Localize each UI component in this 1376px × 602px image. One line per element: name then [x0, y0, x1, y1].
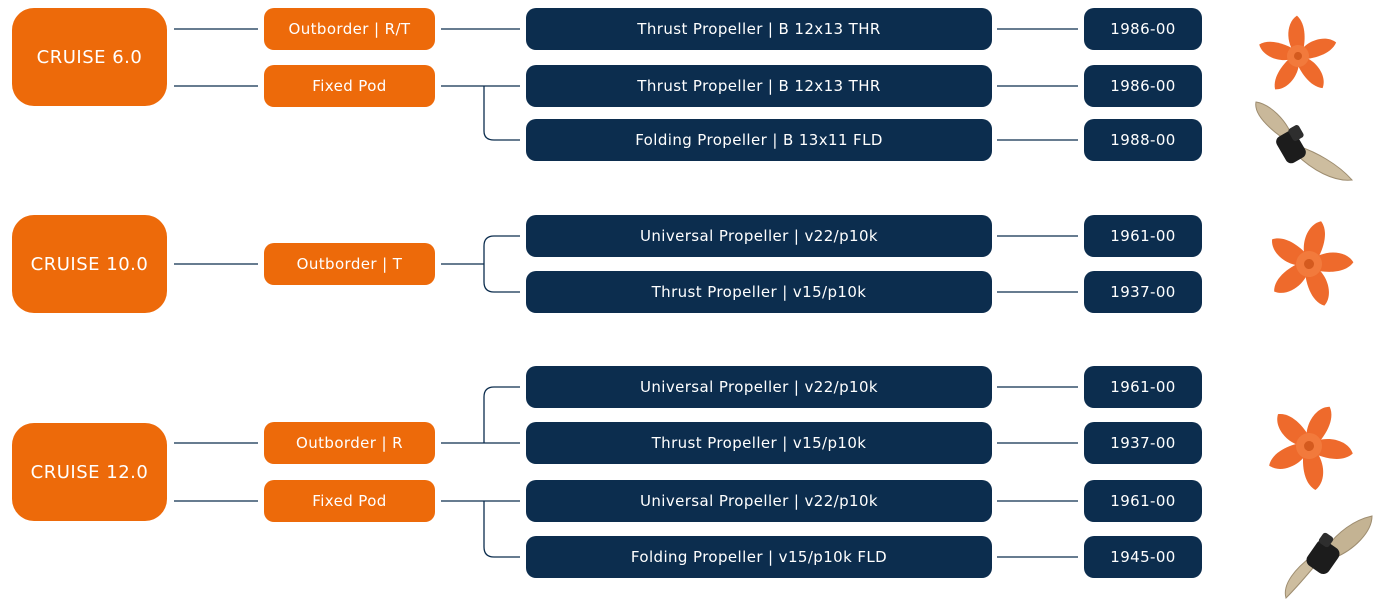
part-code-box: 1986-00 — [1084, 65, 1202, 107]
drive-box: Outborder | R — [264, 422, 435, 464]
propeller-box: Thrust Propeller | v15/p10k — [526, 271, 992, 313]
propeller-box: Thrust Propeller | B 12x13 THR — [526, 8, 992, 50]
part-code-box: 1937-00 — [1084, 271, 1202, 313]
propeller-box: Thrust Propeller | v15/p10k — [526, 422, 992, 464]
orange-propeller-icon — [1269, 406, 1353, 490]
model-box: CRUISE 10.0 — [12, 215, 167, 313]
propeller-box: Thrust Propeller | B 12x13 THR — [526, 65, 992, 107]
propeller-box: Folding Propeller | B 13x11 FLD — [526, 119, 992, 161]
drive-box: Outborder | T — [264, 243, 435, 285]
propeller-box: Folding Propeller | v15/p10k FLD — [526, 536, 992, 578]
part-code-box: 1945-00 — [1084, 536, 1202, 578]
part-code-box: 1937-00 — [1084, 422, 1202, 464]
model-box: CRUISE 12.0 — [12, 423, 167, 521]
part-code-box: 1986-00 — [1084, 8, 1202, 50]
propeller-box: Universal Propeller | v22/p10k — [526, 215, 992, 257]
part-code-box: 1988-00 — [1084, 119, 1202, 161]
part-code-box: 1961-00 — [1084, 480, 1202, 522]
model-box: CRUISE 6.0 — [12, 8, 167, 106]
bronze-folding-propeller-icon — [1284, 515, 1373, 599]
drive-box: Fixed Pod — [264, 65, 435, 107]
orange-propeller-icon — [1259, 15, 1337, 90]
orange-propeller-icon — [1272, 221, 1354, 306]
propeller-box: Universal Propeller | v22/p10k — [526, 366, 992, 408]
part-code-box: 1961-00 — [1084, 215, 1202, 257]
drive-box: Outborder | R/T — [264, 8, 435, 50]
propeller-box: Universal Propeller | v22/p10k — [526, 480, 992, 522]
bronze-folding-propeller-icon — [1255, 101, 1354, 181]
part-code-box: 1961-00 — [1084, 366, 1202, 408]
drive-box: Fixed Pod — [264, 480, 435, 522]
